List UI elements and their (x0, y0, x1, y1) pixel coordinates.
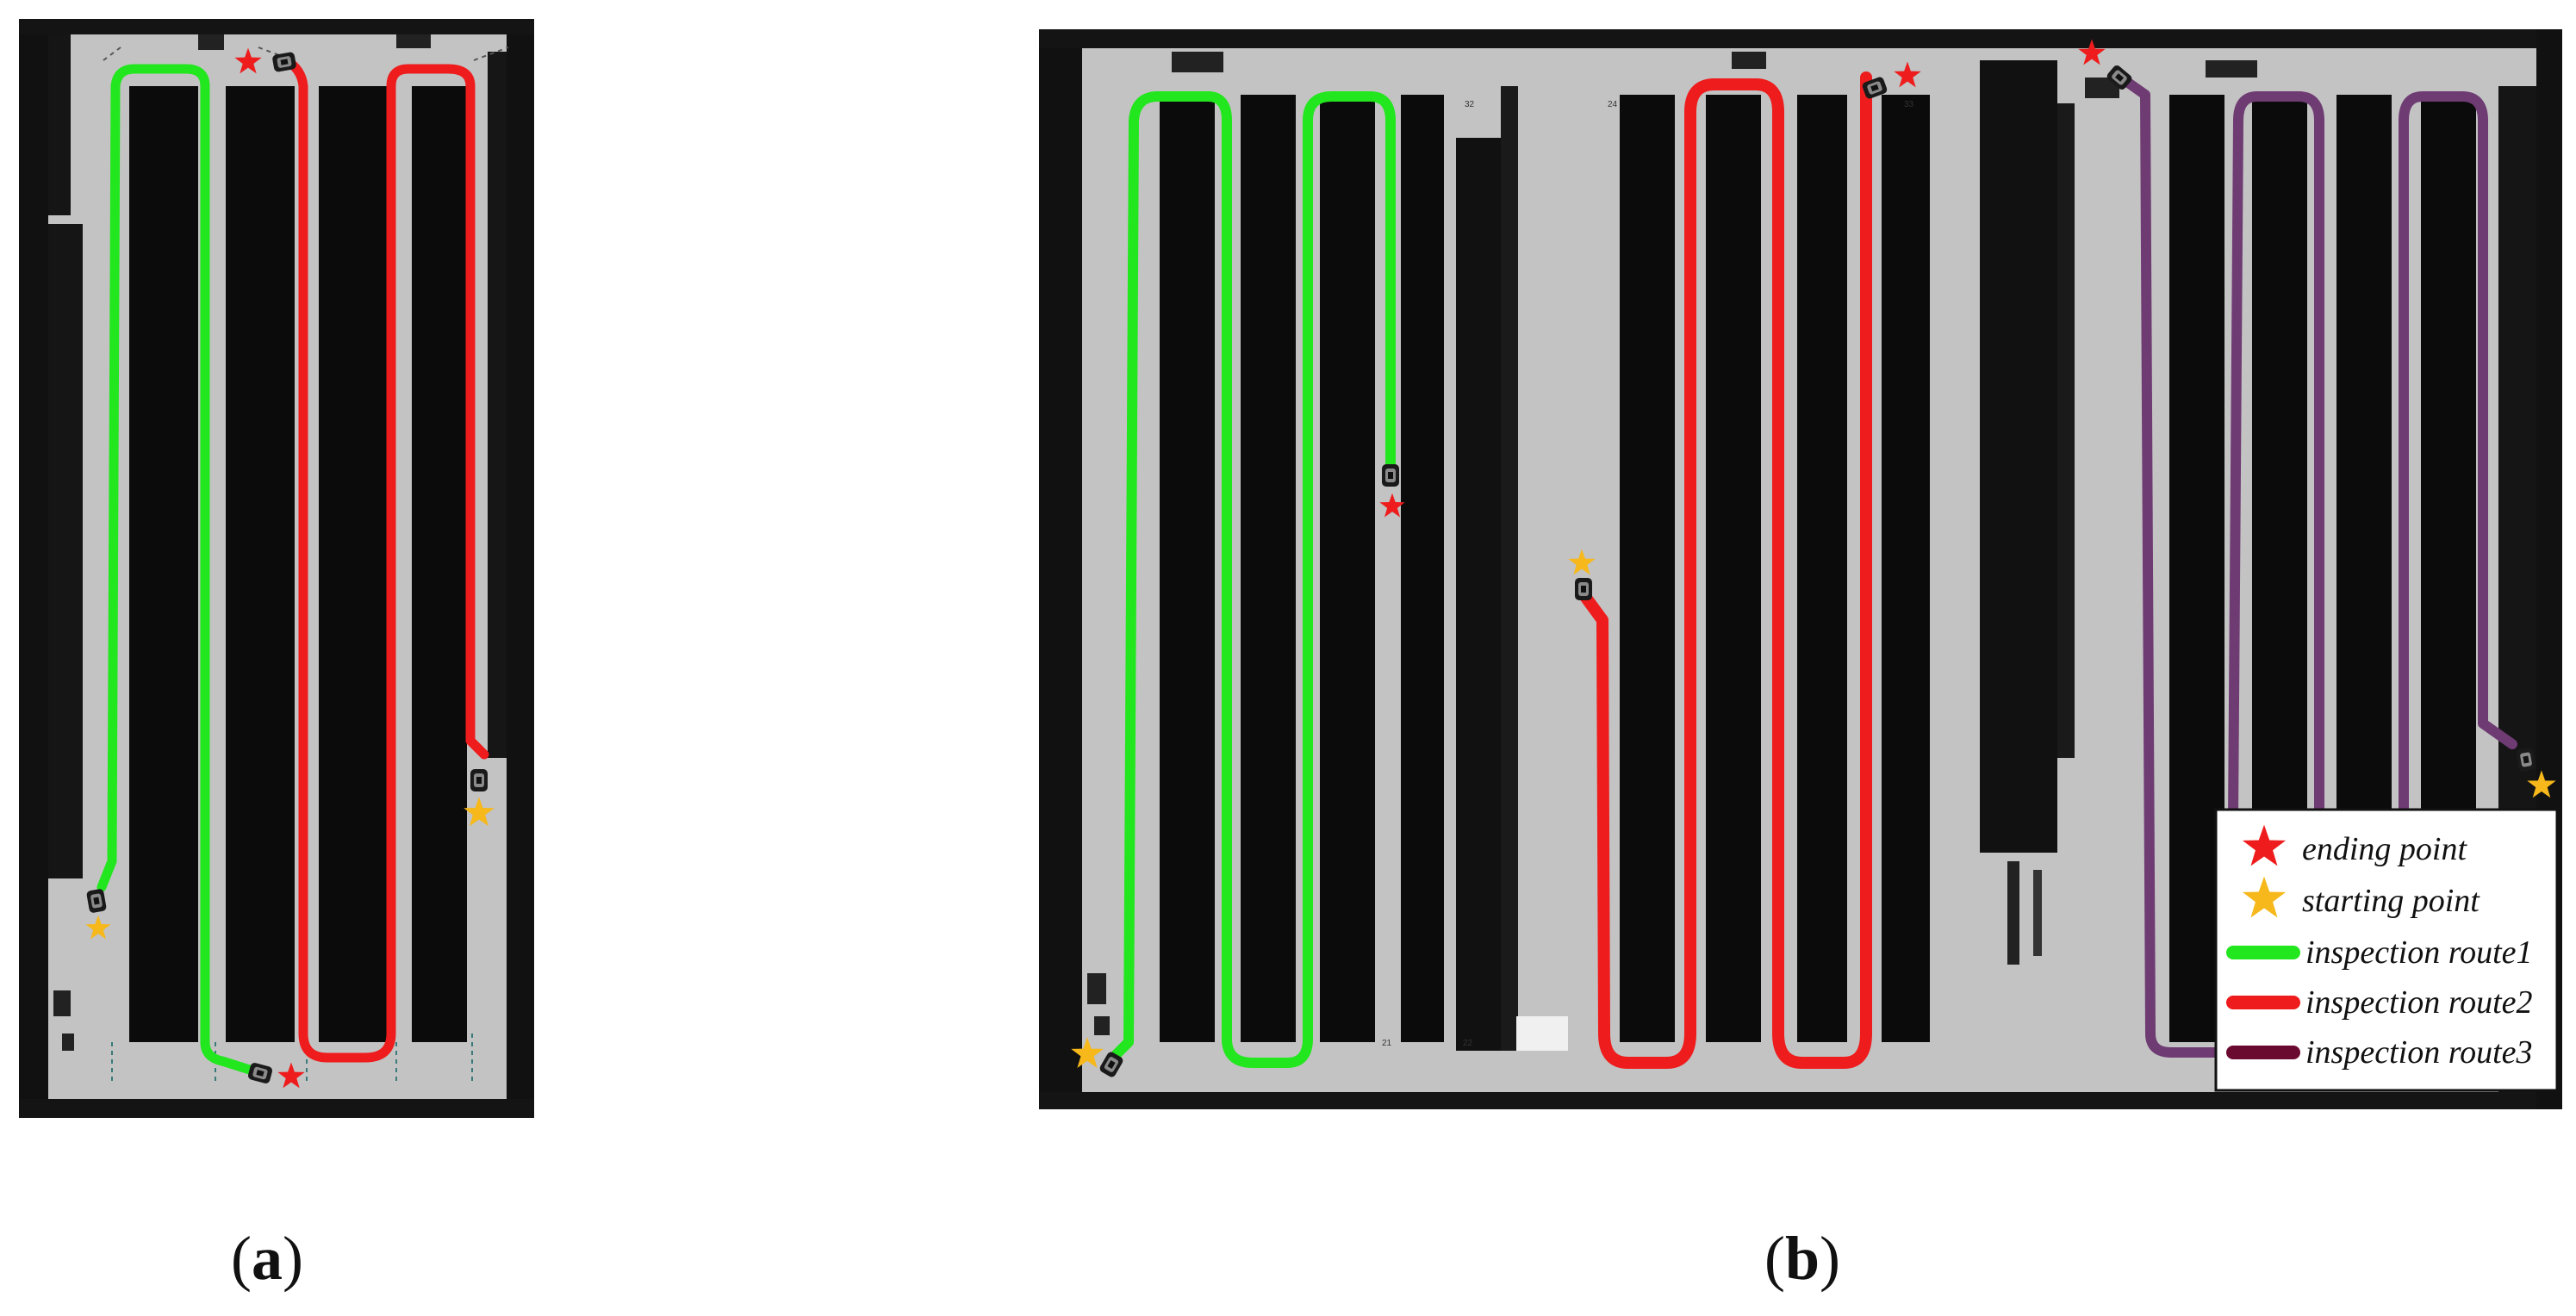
panel-label-b: (b) (1764, 1223, 1840, 1294)
label-letter: a (251, 1224, 283, 1293)
legend-label-route3: inspection route3 (2305, 1034, 2533, 1071)
map-label: 21 (1382, 1039, 1392, 1048)
map-label: 22 (1463, 1039, 1473, 1048)
legend-label-route2: inspection route2 (2305, 984, 2533, 1021)
map-label: 24 (1608, 100, 1618, 109)
panel-label-a: (a) (231, 1223, 303, 1294)
legend-label-route1: inspection route1 (2305, 934, 2533, 971)
legend-label-starting-point: starting point (2302, 883, 2480, 919)
legend-label-ending-point: ending point (2302, 831, 2467, 867)
label-close: ) (1820, 1224, 1841, 1293)
map-label: 32 (1465, 100, 1475, 109)
label-letter: b (1784, 1224, 1820, 1293)
label-open: ( (1764, 1224, 1785, 1293)
robot-icon (1382, 464, 1399, 487)
panel-b-map: 24 33 22 21 32 (1039, 29, 2562, 1109)
label-open: ( (231, 1224, 252, 1293)
legend: ending point starting point inspection r… (2214, 808, 2559, 1092)
panel-a-map (19, 19, 534, 1118)
robot-icon (470, 769, 488, 791)
map-label: 33 (1904, 100, 1914, 109)
robot-icon (1575, 578, 1592, 600)
label-close: ) (282, 1224, 303, 1293)
